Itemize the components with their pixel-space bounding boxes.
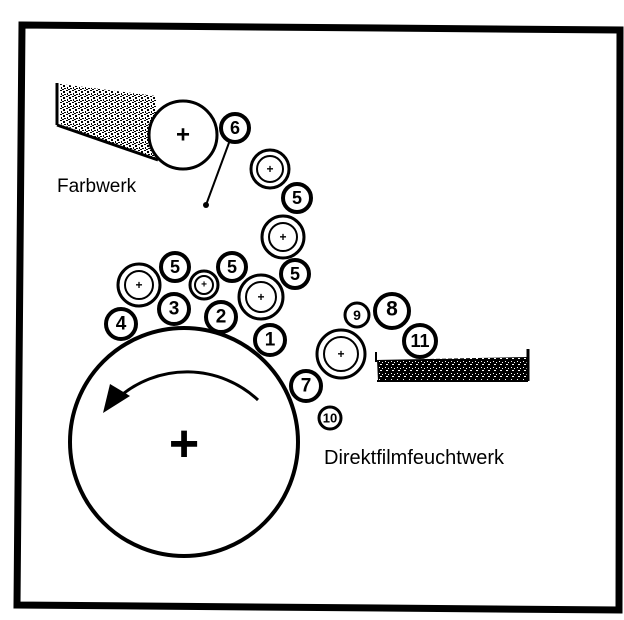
roller-4: 4 — [104, 307, 138, 341]
rotation-arrow — [117, 370, 260, 402]
roller-2: 2 — [204, 300, 238, 334]
roller-4-label: 4 — [116, 314, 127, 335]
roller-5-label: 5 — [227, 257, 237, 277]
rotation-arrow-head-icon — [103, 384, 130, 413]
ink-roller-right: + — [237, 273, 285, 321]
fountain-roller: + — [147, 99, 219, 171]
roller-9: 9 — [343, 301, 371, 329]
roller-7-label: 7 — [301, 376, 312, 397]
roller-5-upper: 5 — [281, 182, 313, 214]
center-mark-icon: + — [201, 280, 207, 291]
roller-10-label: 10 — [323, 411, 337, 426]
roller-5-label: 5 — [292, 188, 302, 208]
roller-5-left: 5 — [159, 251, 191, 283]
roller-8: 8 — [373, 292, 411, 330]
center-mark-icon: + — [266, 162, 273, 176]
ink-roller-left: + — [116, 262, 162, 308]
roller-11: 11 — [402, 323, 438, 359]
ink-fountain — [55, 83, 159, 162]
center-mark-icon: + — [337, 347, 344, 361]
roller-3-label: 3 — [169, 299, 180, 320]
roller-5-label: 5 — [170, 257, 180, 277]
dampening-unit-label: Direktfilmfeuchtwerk — [324, 447, 505, 469]
ink-roller-small: + — [188, 269, 220, 301]
inking-unit-label: Farbwerk — [57, 176, 137, 197]
roller-8-label: 8 — [386, 298, 398, 321]
roller-5-label: 5 — [290, 264, 300, 284]
center-mark-icon: + — [257, 290, 264, 304]
roller-6: 6 — [203, 112, 251, 208]
roller-7: 7 — [289, 369, 323, 403]
center-mark-icon: + — [135, 278, 142, 292]
plate-cylinder: + — [68, 326, 300, 558]
center-mark-icon: + — [176, 122, 190, 149]
roller-6-label: 6 — [230, 118, 240, 138]
roller-10: 10 — [317, 405, 343, 431]
roller-11-label: 11 — [410, 331, 429, 351]
roller-5-right: 5 — [279, 258, 311, 290]
outer-frame — [13, 21, 624, 614]
roller-2-label: 2 — [216, 307, 227, 328]
ink-roller-middle: + — [260, 214, 306, 260]
water-pan — [375, 349, 530, 382]
roller-9-label: 9 — [353, 307, 361, 323]
center-mark-icon: + — [279, 230, 286, 244]
ink-roller-top: + — [249, 148, 291, 190]
center-mark-icon: + — [169, 415, 199, 473]
dampening-roller: + — [315, 328, 367, 380]
roller-1-label: 1 — [265, 330, 276, 351]
roller-1: 1 — [253, 323, 287, 357]
roller-5-center: 5 — [216, 251, 248, 283]
roller-3: 3 — [157, 292, 191, 326]
